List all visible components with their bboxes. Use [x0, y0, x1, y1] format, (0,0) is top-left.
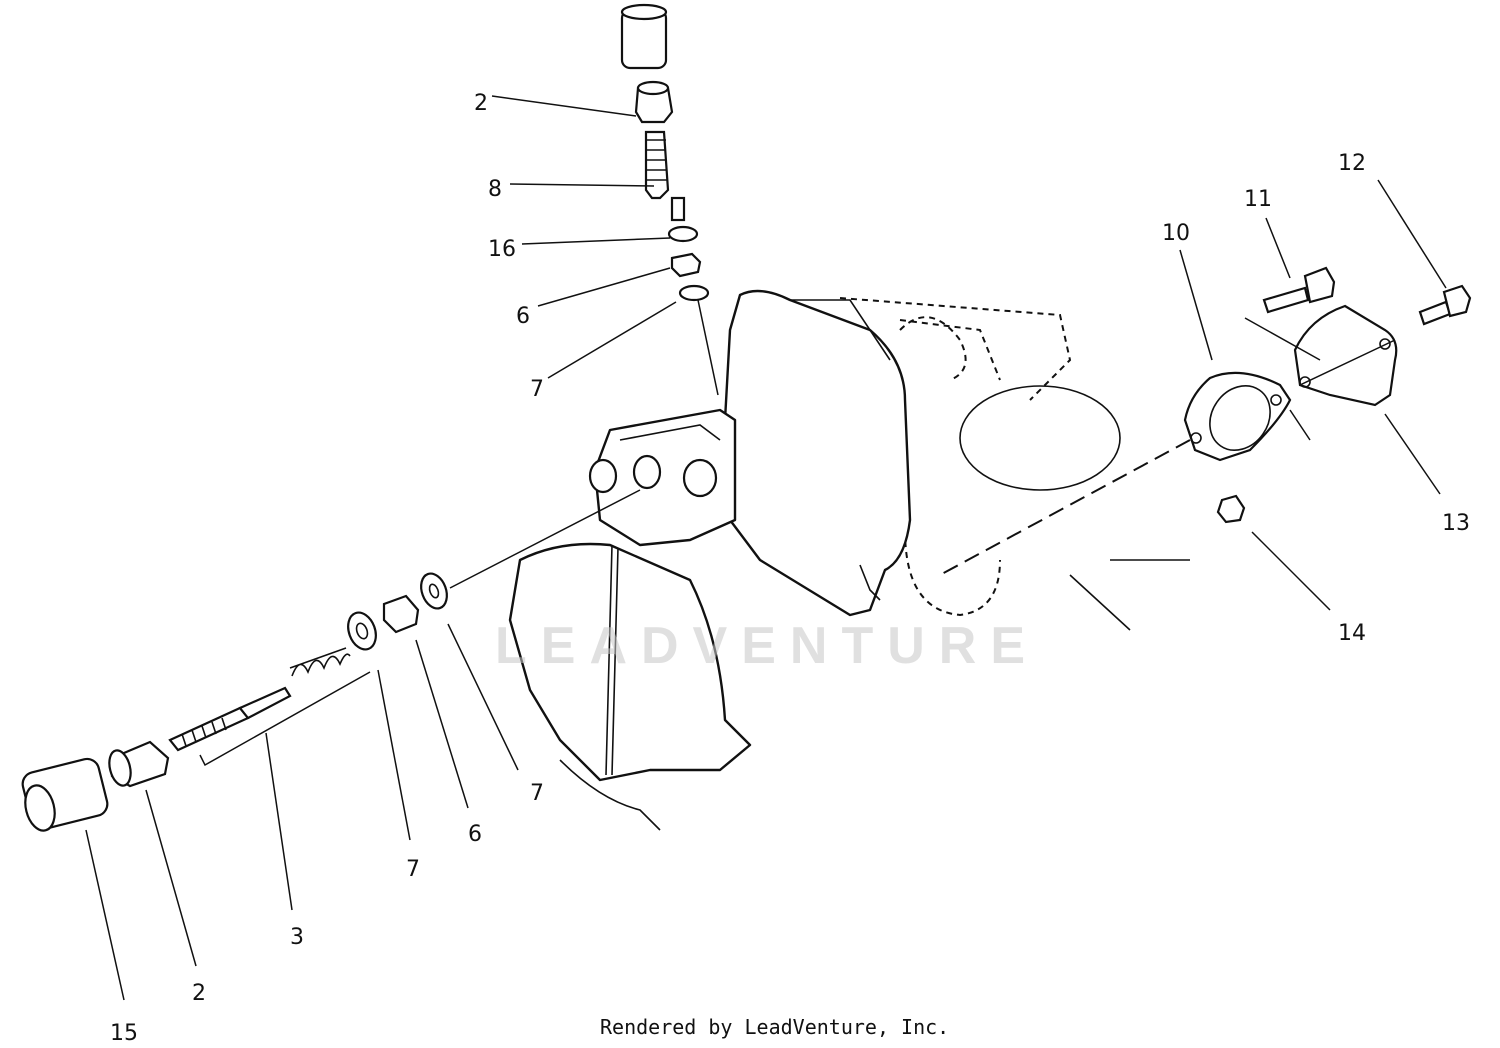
callout-11: 11	[1244, 187, 1272, 212]
top-valve-stack	[620, 3, 719, 396]
callout-2-bottom: 2	[192, 981, 206, 1006]
callout-7-left: 7	[406, 857, 420, 882]
callout-12: 12	[1338, 151, 1366, 176]
callout-8: 8	[488, 177, 502, 202]
watermark: LEADVENTURE	[495, 617, 1039, 675]
callout-7-top: 7	[530, 377, 544, 402]
callout-6-top: 6	[516, 304, 530, 329]
callout-7-right: 7	[530, 781, 544, 806]
callouts: 2 8 16 6 7 12 11 10 13 14 7 6 7 3 15 2	[110, 91, 1470, 1046]
credit-text: Rendered by LeadVenture, Inc.	[600, 1015, 949, 1039]
right-cover-assembly	[1183, 266, 1472, 524]
callout-16: 16	[488, 237, 516, 262]
callout-2-top: 2	[474, 91, 488, 116]
callout-3: 3	[290, 925, 304, 950]
watermark-text: LEADVENTURE	[495, 617, 1039, 675]
callout-14: 14	[1338, 621, 1366, 646]
callout-6-bottom: 6	[468, 822, 482, 847]
housing	[508, 289, 1191, 831]
callout-13: 13	[1442, 511, 1470, 536]
callout-10: 10	[1162, 221, 1190, 246]
leader-lines	[85, 95, 1447, 1001]
side-valve-stack	[21, 489, 641, 832]
callout-15: 15	[110, 1021, 138, 1046]
